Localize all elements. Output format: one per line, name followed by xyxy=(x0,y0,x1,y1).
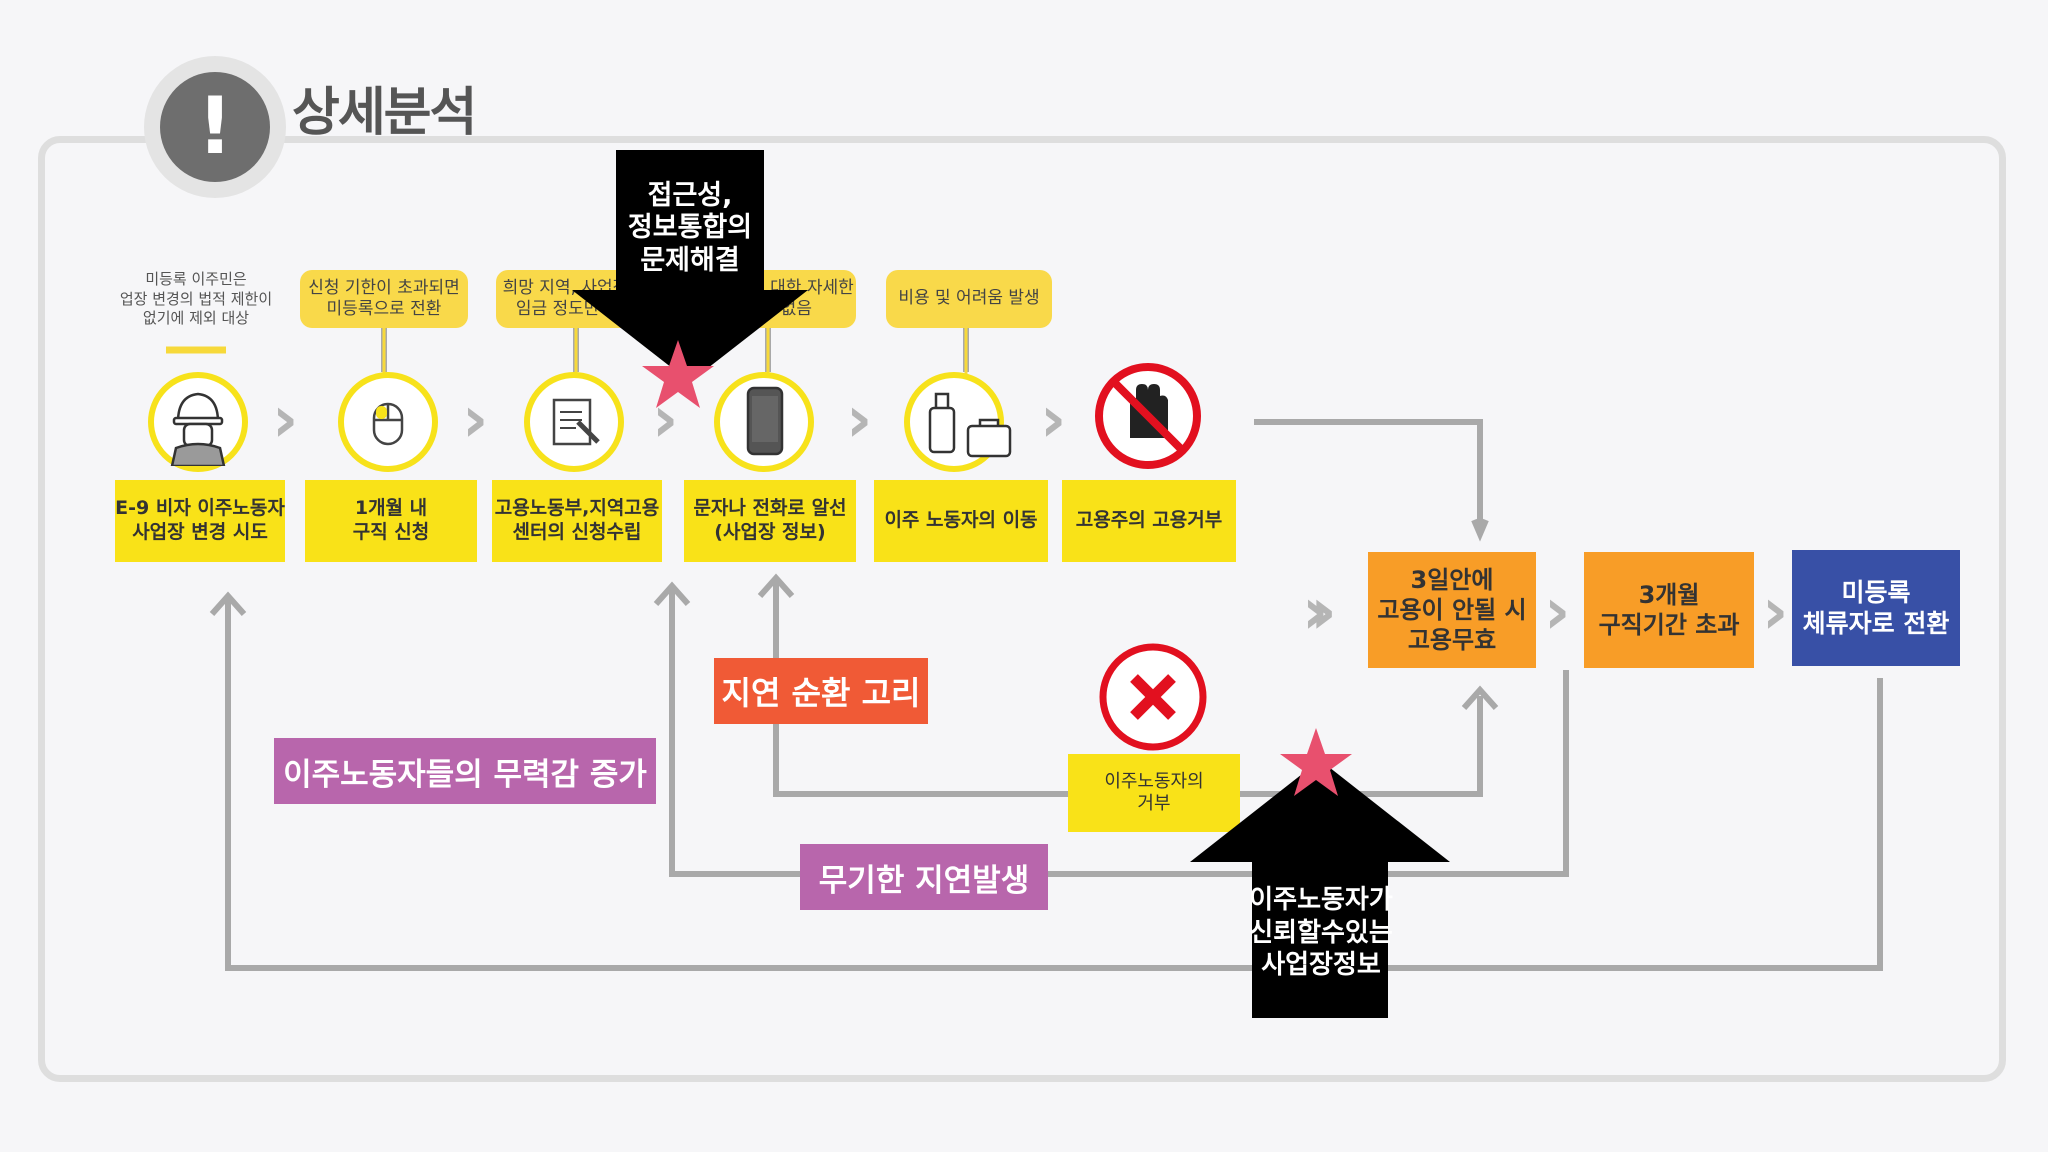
step-job-application: 1개월 내 구직 신청 xyxy=(305,480,477,562)
note-deadline: 신청 기한이 초과되면 미등록으로 전환 xyxy=(300,270,468,328)
step-employer-refusal: 고용주의 고용거부 xyxy=(1062,480,1236,562)
step-visa-transfer: E-9 비자 이주노동자 사업장 변경 시도 xyxy=(115,480,285,562)
callout-bottom-text: 이주노동자가 신뢰할수있는 사업장정보 xyxy=(1249,885,1393,980)
outcome-job-search-exceeded: 3개월 구직기간 초과 xyxy=(1584,552,1754,668)
outcome-employment-void: 3일안에 고용이 안될 시 고용무효 xyxy=(1368,552,1536,668)
mouse-icon xyxy=(338,372,438,472)
double-chevron-icon: ›› xyxy=(1302,575,1336,649)
callout-top-text: 접근성, 정보통합의 문제해결 xyxy=(627,180,753,276)
exclamation-icon: ! xyxy=(160,72,270,182)
up-arrow-callout xyxy=(1190,760,1450,1018)
step-worker-move: 이주 노동자의 이동 xyxy=(874,480,1048,562)
arrow-to-outcome xyxy=(1254,419,1483,532)
alert-badge: ! xyxy=(144,56,286,198)
chevron-right-icon: › xyxy=(272,383,299,457)
document-pen-icon xyxy=(524,372,624,472)
refusal-box: 이주노동자의 거부 xyxy=(1068,754,1240,832)
helplessness-label: 이주노동자들의 무력감 증가 xyxy=(274,738,656,804)
content-frame xyxy=(38,136,2006,1082)
luggage-icon xyxy=(904,372,1012,472)
star-icon xyxy=(1280,728,1352,796)
chevron-right-icon: › xyxy=(1762,575,1789,649)
smartphone-icon xyxy=(714,372,814,472)
stop-hand-icon xyxy=(1095,363,1201,469)
chevron-right-icon: › xyxy=(462,383,489,457)
star-icon xyxy=(642,340,714,408)
note-costs: 비용 및 어려움 발생 xyxy=(886,270,1052,328)
chevron-right-icon: › xyxy=(1544,575,1571,649)
indefinite-delay-label: 무기한 지연발생 xyxy=(800,844,1048,910)
chevron-right-icon: › xyxy=(846,383,873,457)
note-unregistered-excluded: 미등록 이주민은 업장 변경의 법적 제한이 없기에 제외 대상 xyxy=(119,270,273,327)
step-labor-ministry: 고용노동부,지역고용 센터의 신청수립 xyxy=(492,480,662,562)
page-title: 상세분석 xyxy=(292,83,477,143)
worker-icon xyxy=(148,372,248,472)
step-referral: 문자나 전화로 알선 (사업장 정보) xyxy=(684,480,856,562)
x-mark-icon xyxy=(1099,643,1207,751)
outcome-undocumented: 미등록 체류자로 전환 xyxy=(1792,550,1960,666)
down-arrow-callout xyxy=(572,150,808,382)
chevron-right-icon: › xyxy=(1040,383,1067,457)
delay-loop-label: 지연 순환 고리 xyxy=(714,658,928,724)
